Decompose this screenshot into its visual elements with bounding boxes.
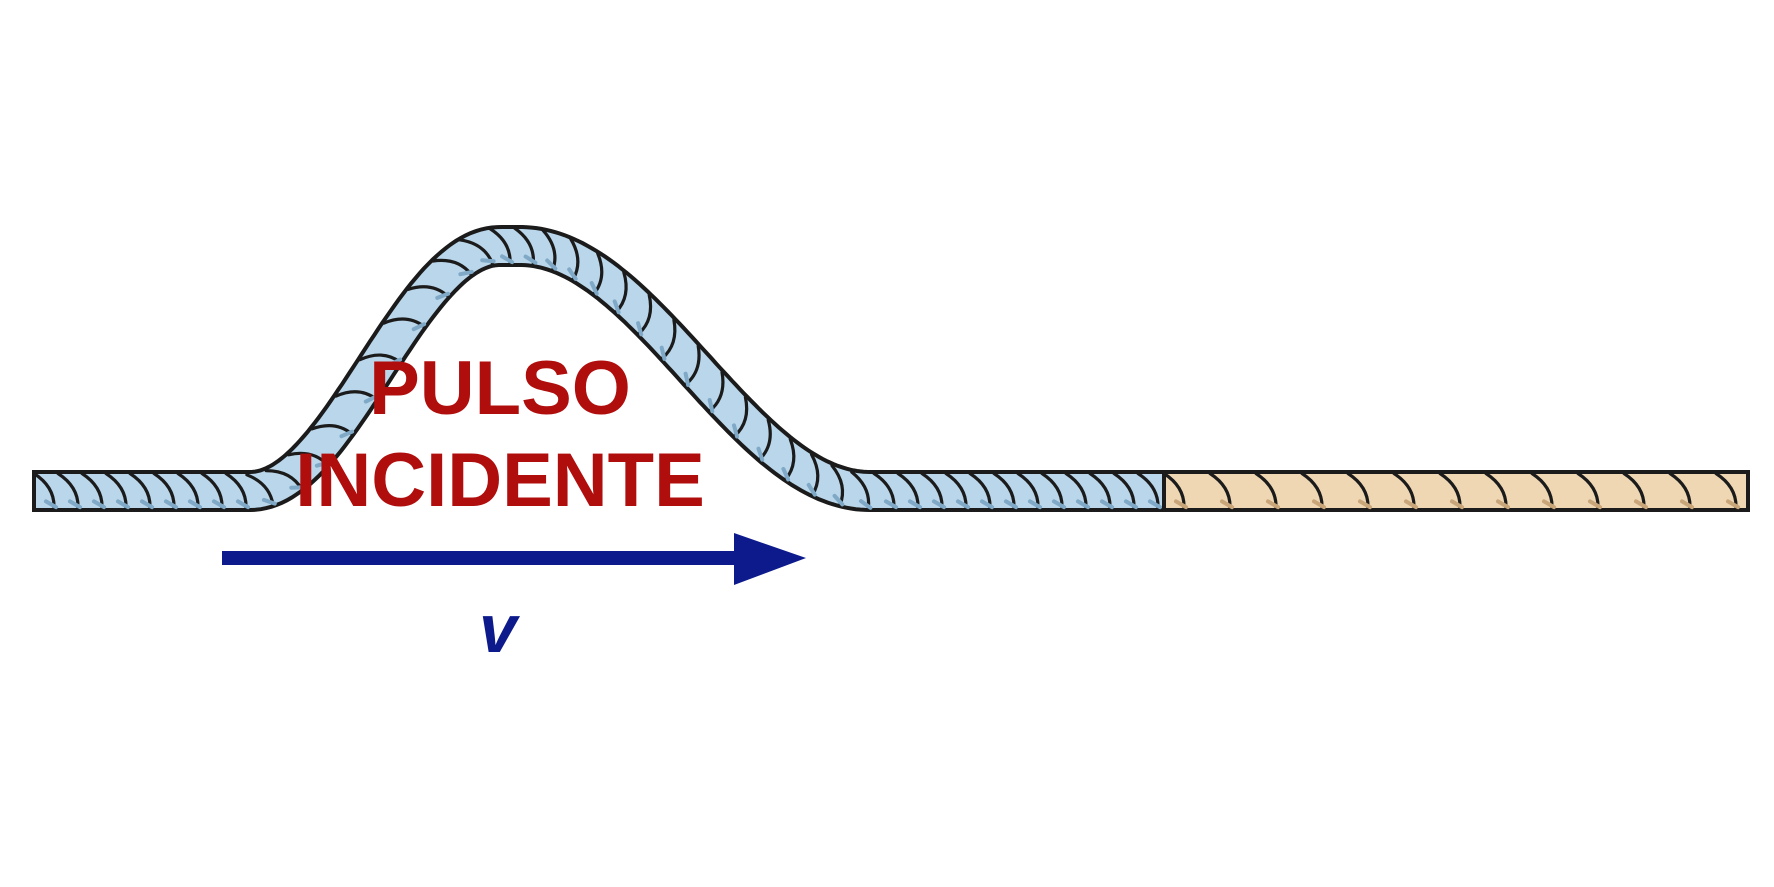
light-rope-strand-shade-29 [732, 423, 739, 439]
velocity-arrow [222, 533, 806, 585]
light-rope-strand-shade-21 [545, 258, 558, 271]
light-rope-strand-shade-42 [1052, 499, 1066, 510]
light-rope-strand-shade-4 [140, 499, 154, 510]
heavy-rope [1162, 470, 1750, 512]
heavy-rope-strand-shade-9 [1588, 499, 1602, 510]
light-rope-strand-shade-15 [411, 322, 427, 332]
light-rope-strand-shade-43 [1076, 499, 1090, 510]
light-rope-strand-shade-8 [236, 499, 250, 510]
heavy-rope-strand-shade-10 [1634, 499, 1648, 510]
heavy-rope-strand-shade-4 [1358, 499, 1372, 510]
light-rope-strand-shade-10 [289, 485, 305, 490]
light-rope-strand-shade-19 [500, 254, 515, 265]
heavy-rope-strand-shade-5 [1404, 499, 1418, 510]
light-rope-strand-shade-36 [908, 499, 922, 510]
light-rope-strand-shade-32 [806, 482, 817, 497]
light-rope-strand-shade-13 [363, 394, 379, 404]
light-rope-strand-shade-12 [339, 429, 355, 439]
light-rope-strand-shade-45 [1124, 499, 1138, 510]
heavy-rope-strand-shade-2 [1266, 499, 1280, 510]
light-rope-strand-shade-28 [707, 398, 715, 414]
heavy-rope-strand-shade-11 [1680, 499, 1694, 510]
light-rope-strand-shade-27 [683, 371, 691, 387]
heavy-rope-strand-shade-12 [1726, 499, 1740, 510]
light-rope-strand-shade-24 [612, 299, 621, 315]
light-rope-strand-shade-33 [832, 493, 845, 507]
light-rope-strand-shade-30 [756, 446, 765, 462]
light-rope-strand-shade-17 [458, 269, 474, 277]
light-rope-strand-shade-1 [68, 499, 82, 510]
light-rope-strand-shade-0 [44, 499, 58, 510]
light-rope-strand-shade-16 [435, 291, 451, 300]
light-rope-strand-shade-46 [1148, 499, 1162, 510]
light-rope-strand-shade-23 [589, 281, 599, 296]
pulse-label-line2: INCIDENTE [295, 438, 705, 523]
light-rope-strand-shade-18 [480, 258, 496, 264]
light-rope-strand-shade-22 [567, 267, 578, 281]
light-rope-strand-shade-40 [1004, 499, 1018, 510]
light-rope-strand-shade-5 [164, 499, 178, 510]
light-rope-strand-shade-44 [1100, 499, 1114, 510]
light-rope-strand-shade-25 [636, 321, 644, 337]
light-rope-strand-shade-37 [932, 499, 946, 510]
light-rope-strand-shade-9 [261, 497, 277, 506]
light-rope-strand-shade-35 [884, 499, 898, 510]
heavy-rope-strand-shade-8 [1542, 499, 1556, 510]
heavy-rope-strand-shade-6 [1450, 499, 1464, 510]
light-rope-strand-shade-2 [92, 499, 106, 510]
velocity-label: v [479, 591, 520, 667]
light-rope-strand-shade-34 [859, 499, 873, 510]
light-rope-strand-shade-31 [781, 466, 791, 482]
velocity-arrow-head [734, 533, 806, 585]
heavy-rope-strand-shade-7 [1496, 499, 1510, 510]
light-rope-strand-shade-20 [523, 254, 538, 265]
light-rope-strand-shade-39 [980, 499, 994, 510]
light-rope-strand-shade-41 [1028, 499, 1042, 510]
heavy-rope-strand-shade-3 [1312, 499, 1326, 510]
pulse-label-line1: PULSO [369, 346, 631, 431]
light-rope-strand-shade-11 [314, 460, 330, 468]
light-rope-strand-shade-38 [956, 499, 970, 510]
light-rope-strand-shade-3 [116, 499, 130, 510]
light-rope-strand-shade-26 [659, 345, 667, 361]
light-rope-strand-shade-14 [387, 357, 403, 367]
heavy-rope-strand-shade-1 [1220, 499, 1234, 510]
light-rope-strand-shade-7 [212, 499, 226, 510]
heavy-rope-strand-shade-0 [1174, 499, 1188, 510]
light-rope-strand-shade-6 [188, 499, 202, 510]
